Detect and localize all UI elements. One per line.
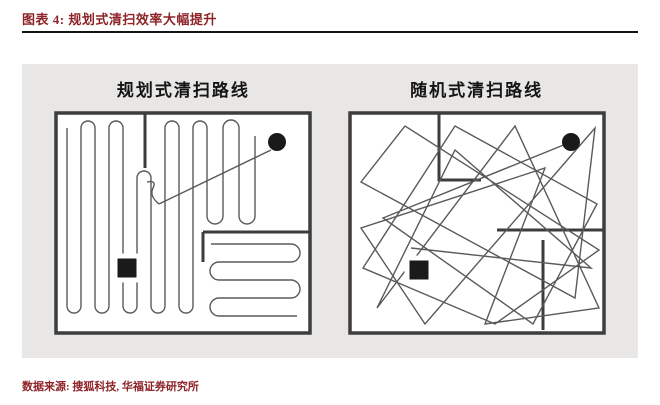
robot-dot bbox=[268, 133, 287, 151]
header-divider bbox=[22, 31, 638, 33]
figure-header: 图表 4: 规划式清扫效率大幅提升 bbox=[22, 9, 217, 29]
dock-square bbox=[112, 253, 142, 283]
random-path bbox=[359, 124, 600, 326]
wall-right bbox=[201, 230, 310, 262]
random-route-diagram bbox=[347, 111, 606, 335]
random-route-title: 随机式清扫路线 bbox=[410, 81, 544, 100]
wall-top bbox=[437, 114, 481, 182]
travel-line bbox=[159, 149, 272, 205]
figure-title: 图表 4: 规划式清扫效率大幅提升 bbox=[22, 12, 217, 27]
comparison-panel: 规划式清扫路线 随机式清扫路线 bbox=[22, 64, 638, 358]
room-outline bbox=[54, 111, 313, 335]
dock-square bbox=[404, 255, 434, 285]
random-route-column: 随机式清扫路线 bbox=[345, 76, 609, 336]
start-squiggle bbox=[147, 180, 160, 205]
cleaning-path-serpentine bbox=[66, 119, 257, 314]
planned-route-diagram bbox=[54, 111, 313, 335]
planned-route-title: 规划式清扫路线 bbox=[116, 81, 250, 100]
source-note: 数据来源: 搜狐科技, 华福证券研究所 bbox=[22, 381, 199, 393]
robot-dot bbox=[561, 133, 580, 151]
cleaning-path-bottom-right bbox=[209, 243, 302, 317]
planned-route-column: 规划式清扫路线 bbox=[51, 76, 315, 336]
